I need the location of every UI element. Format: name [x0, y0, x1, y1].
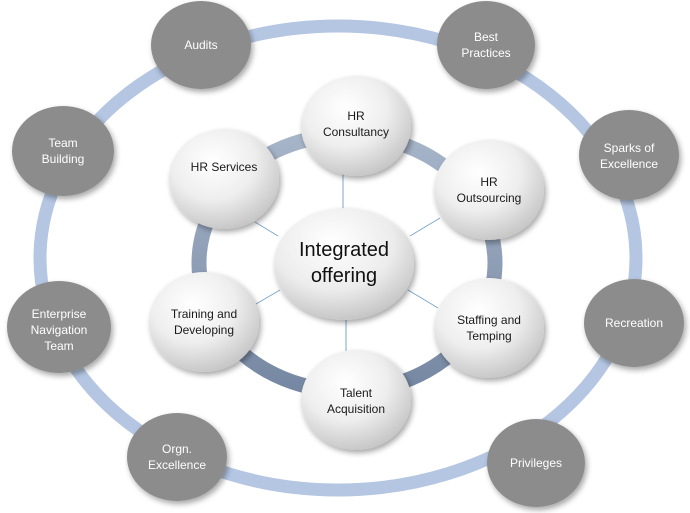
- inner-node-training-and-developing: Training and Developing: [149, 272, 259, 372]
- connector-hr-outsourcing: [409, 217, 441, 237]
- connectors: [254, 172, 441, 352]
- inner-node-staffing-and-temping: Staffing and Temping: [434, 278, 544, 378]
- hr-outsourcing-label-1: HR: [480, 175, 498, 189]
- outer-node-sparks-of-excellence: Sparks of Excellence: [579, 110, 679, 200]
- talent-acquisition-label-2: Acquisition: [327, 402, 385, 416]
- staffing-and-temping-label-1: Staffing and: [457, 313, 521, 327]
- sparks-of-excellence-label-2: Excellence: [600, 157, 658, 171]
- inner-node-hr-consultancy: HR Consultancy: [301, 76, 411, 176]
- outer-node-enterprise-navigation-team: Enterprise Navigation Team: [7, 281, 111, 373]
- enterprise-navigation-team-label-2: Navigation: [31, 323, 88, 337]
- hr-consultancy-label-1: HR: [347, 109, 365, 123]
- staffing-and-temping-label-2: Temping: [466, 329, 511, 343]
- connector-training-and-developing: [255, 289, 281, 305]
- inner-node-hr-outsourcing: HR Outsourcing: [434, 140, 544, 240]
- best-practices-label-2: Practices: [461, 46, 510, 60]
- hr-consultancy-label-2: Consultancy: [323, 125, 389, 139]
- center-node: Integrated offering: [274, 208, 414, 320]
- audits-label: Audits: [184, 38, 217, 52]
- best-practices-label-1: Best: [474, 30, 499, 44]
- outer-node-audits: Audits: [151, 1, 251, 89]
- training-and-developing-label-1: Training and: [171, 307, 237, 321]
- connector-hr-services: [254, 221, 279, 237]
- hr-services-label: HR Services: [191, 160, 258, 174]
- team-building-label-1: Team: [48, 136, 77, 150]
- enterprise-navigation-team-label-3: Team: [44, 339, 73, 353]
- inner-node-hr-services: HR Services: [169, 129, 279, 229]
- orgn-excellence-label-1: Orgn.: [162, 442, 192, 456]
- training-and-developing-label-2: Developing: [174, 323, 234, 337]
- outer-node-privileges: Privileges: [487, 419, 585, 507]
- center-label-2: offering: [311, 265, 377, 287]
- outer-node-best-practices: Best Practices: [437, 1, 535, 89]
- outer-node-recreation: Recreation: [584, 279, 684, 367]
- center-label-1: Integrated: [299, 239, 389, 261]
- sparks-of-excellence-label-1: Sparks of: [604, 141, 655, 155]
- connector-staffing-and-temping: [407, 289, 439, 309]
- inner-nodes: HR Consultancy HR Outsourcing Staffing a…: [149, 76, 544, 450]
- outer-ring: [33, 19, 643, 497]
- talent-acquisition-label-1: Talent: [340, 386, 373, 400]
- outer-node-team-building: Team Building: [12, 106, 114, 196]
- recreation-label: Recreation: [605, 316, 663, 330]
- enterprise-navigation-team-label-1: Enterprise: [32, 307, 87, 321]
- privileges-label: Privileges: [510, 456, 562, 470]
- outer-node-orgn-excellence: Orgn. Excellence: [127, 413, 227, 501]
- inner-node-talent-acquisition: Talent Acquisition: [301, 350, 411, 450]
- orgn-excellence-label-2: Excellence: [148, 458, 206, 472]
- outer-nodes: Audits Best Practices Sparks of Excellen…: [7, 1, 684, 507]
- team-building-label-2: Building: [42, 152, 85, 166]
- hr-outsourcing-label-2: Outsourcing: [457, 191, 522, 205]
